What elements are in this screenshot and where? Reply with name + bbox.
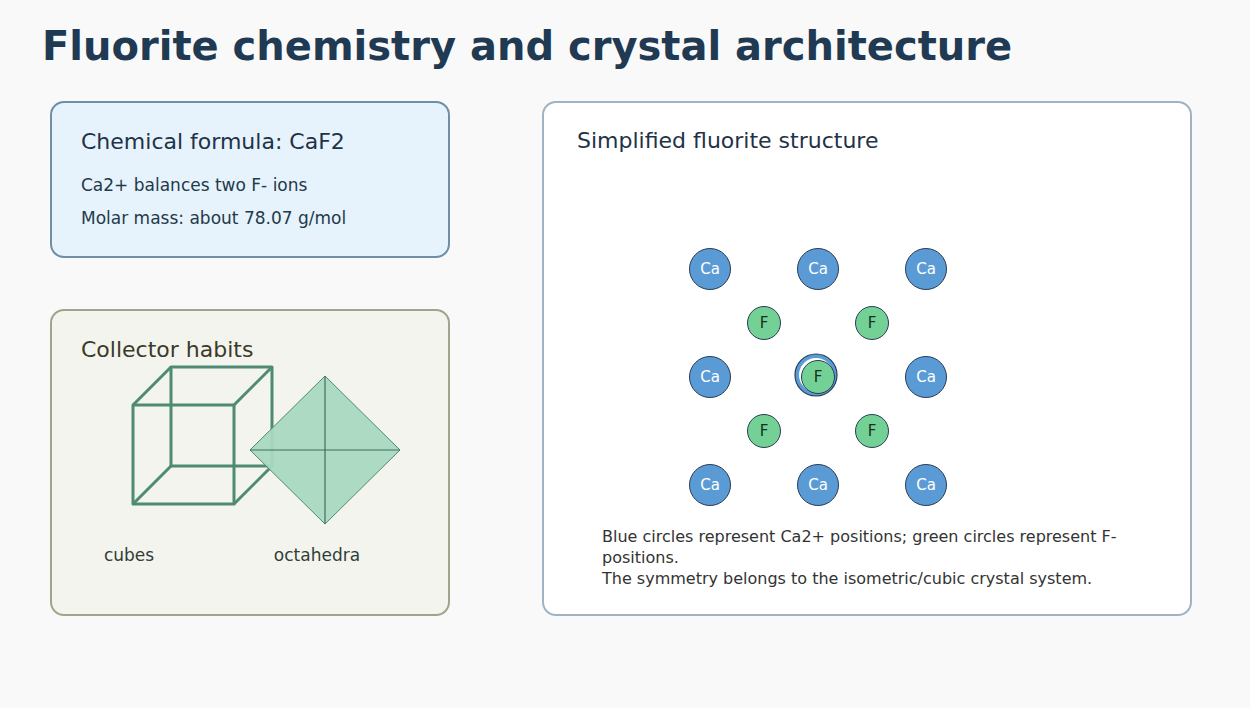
structure-panel: Simplified fluorite structureBlue circle… xyxy=(542,101,1192,616)
ion-symbol: Ca xyxy=(808,262,828,277)
panel-heading: Collector habits xyxy=(81,336,253,365)
panel-heading: Simplified fluorite structure xyxy=(577,127,878,156)
habit-label: cubes xyxy=(104,544,154,566)
legend-note: The symmetry belongs to the isometric/cu… xyxy=(602,569,1172,590)
ion-symbol: F xyxy=(814,370,823,385)
calcium-ion: Ca xyxy=(689,356,731,398)
fluoride-ion: F xyxy=(855,306,889,340)
ion-symbol: F xyxy=(760,424,769,439)
ion-symbol: F xyxy=(868,316,877,331)
page-title: Fluorite chemistry and crystal architect… xyxy=(42,24,1012,68)
habit-label: octahedra xyxy=(274,544,360,566)
calcium-ion: Ca xyxy=(689,248,731,290)
calcium-ion: Ca xyxy=(797,464,839,506)
fluoride-ion: F xyxy=(855,414,889,448)
calcium-ion: Ca xyxy=(797,248,839,290)
panel-heading: Chemical formula: CaF2 xyxy=(81,128,345,157)
ion-symbol: Ca xyxy=(916,370,936,385)
legend-note: Blue circles represent Ca2+ positions; g… xyxy=(602,527,1172,569)
ion-symbol: F xyxy=(760,316,769,331)
formula-note: Ca2+ balances two F- ions xyxy=(81,174,307,196)
habits-panel: Collector habits cubes octahedra xyxy=(50,309,450,616)
ion-symbol: Ca xyxy=(700,478,720,493)
fluoride-ion: F xyxy=(747,306,781,340)
fluoride-ion: F xyxy=(747,414,781,448)
ion-symbol: F xyxy=(868,424,877,439)
calcium-ion: Ca xyxy=(905,356,947,398)
ion-symbol: Ca xyxy=(916,262,936,277)
ion-symbol: Ca xyxy=(700,370,720,385)
formula-note: Molar mass: about 78.07 g/mol xyxy=(81,207,346,229)
ion-symbol: Ca xyxy=(916,478,936,493)
fluoride-ion: F xyxy=(801,360,835,394)
formula-panel: Chemical formula: CaF2Ca2+ balances two … xyxy=(50,101,450,258)
ion-symbol: Ca xyxy=(700,262,720,277)
ion-symbol: Ca xyxy=(808,478,828,493)
calcium-ion: Ca xyxy=(905,248,947,290)
calcium-ion: Ca xyxy=(905,464,947,506)
calcium-ion: Ca xyxy=(689,464,731,506)
